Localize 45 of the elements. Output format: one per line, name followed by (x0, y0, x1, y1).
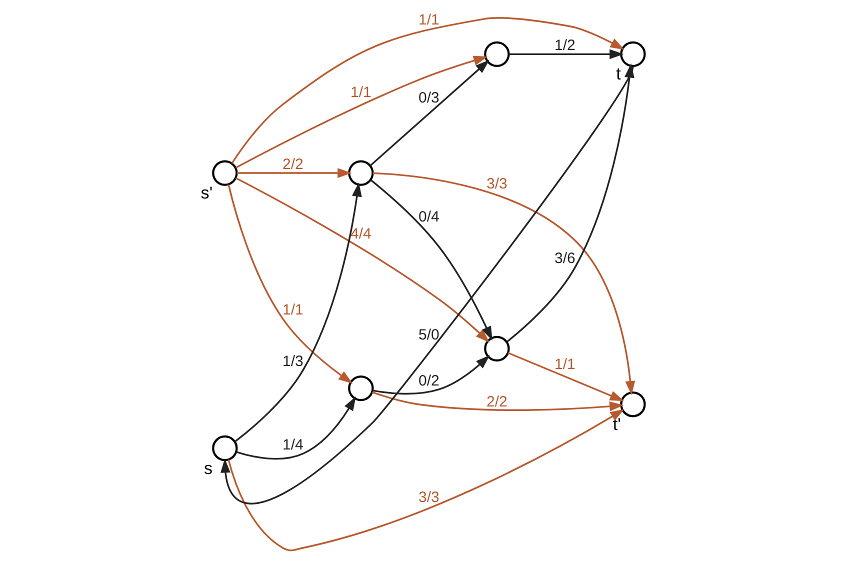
node-circle (348, 160, 374, 186)
edge-label: 1/1 (282, 302, 304, 319)
arrow (370, 179, 492, 341)
edge-label: 1/1 (418, 11, 440, 28)
edge-label: 5/0 (418, 326, 440, 344)
arrow (508, 352, 624, 402)
edge-label: 3/3 (486, 175, 508, 192)
arrow (236, 396, 356, 460)
node-circle (484, 41, 510, 68)
node-label: s (204, 458, 213, 478)
edge-label: 1/2 (554, 37, 576, 54)
arrow (372, 172, 636, 396)
edge-label: 2/2 (282, 156, 304, 173)
arrow (236, 168, 352, 178)
edge-label: 1/4 (282, 436, 304, 454)
node-circle (212, 435, 238, 462)
node-label: t' (612, 414, 621, 434)
arrow (372, 355, 490, 395)
arrow (234, 182, 362, 442)
edge-label: 2/2 (486, 394, 508, 411)
node-circle (484, 336, 510, 362)
node-circle (620, 392, 646, 418)
edge-label: 0/3 (418, 90, 440, 107)
edge-label: 3/3 (418, 489, 440, 506)
arrow (508, 49, 624, 60)
arrow (228, 184, 353, 384)
edge-label: 0/2 (418, 372, 440, 390)
arrow (235, 56, 488, 168)
edge-label: 3/6 (554, 250, 576, 268)
edge-label: 1/1 (554, 356, 576, 374)
node-circle (348, 375, 374, 402)
edge-label: 1/1 (350, 84, 372, 102)
node-label: t (616, 64, 621, 84)
edge-label: 1/3 (282, 353, 304, 370)
node-circle (620, 41, 646, 68)
arrow (235, 177, 490, 343)
node-label: s' (200, 182, 213, 203)
arrow (231, 17, 624, 164)
edge-label: 0/4 (418, 208, 440, 226)
arrow (372, 391, 624, 412)
arrow (228, 409, 624, 552)
node-circle (212, 160, 238, 186)
arrow (220, 66, 634, 504)
edge-label: 4/4 (350, 226, 372, 243)
arrow (370, 60, 490, 166)
